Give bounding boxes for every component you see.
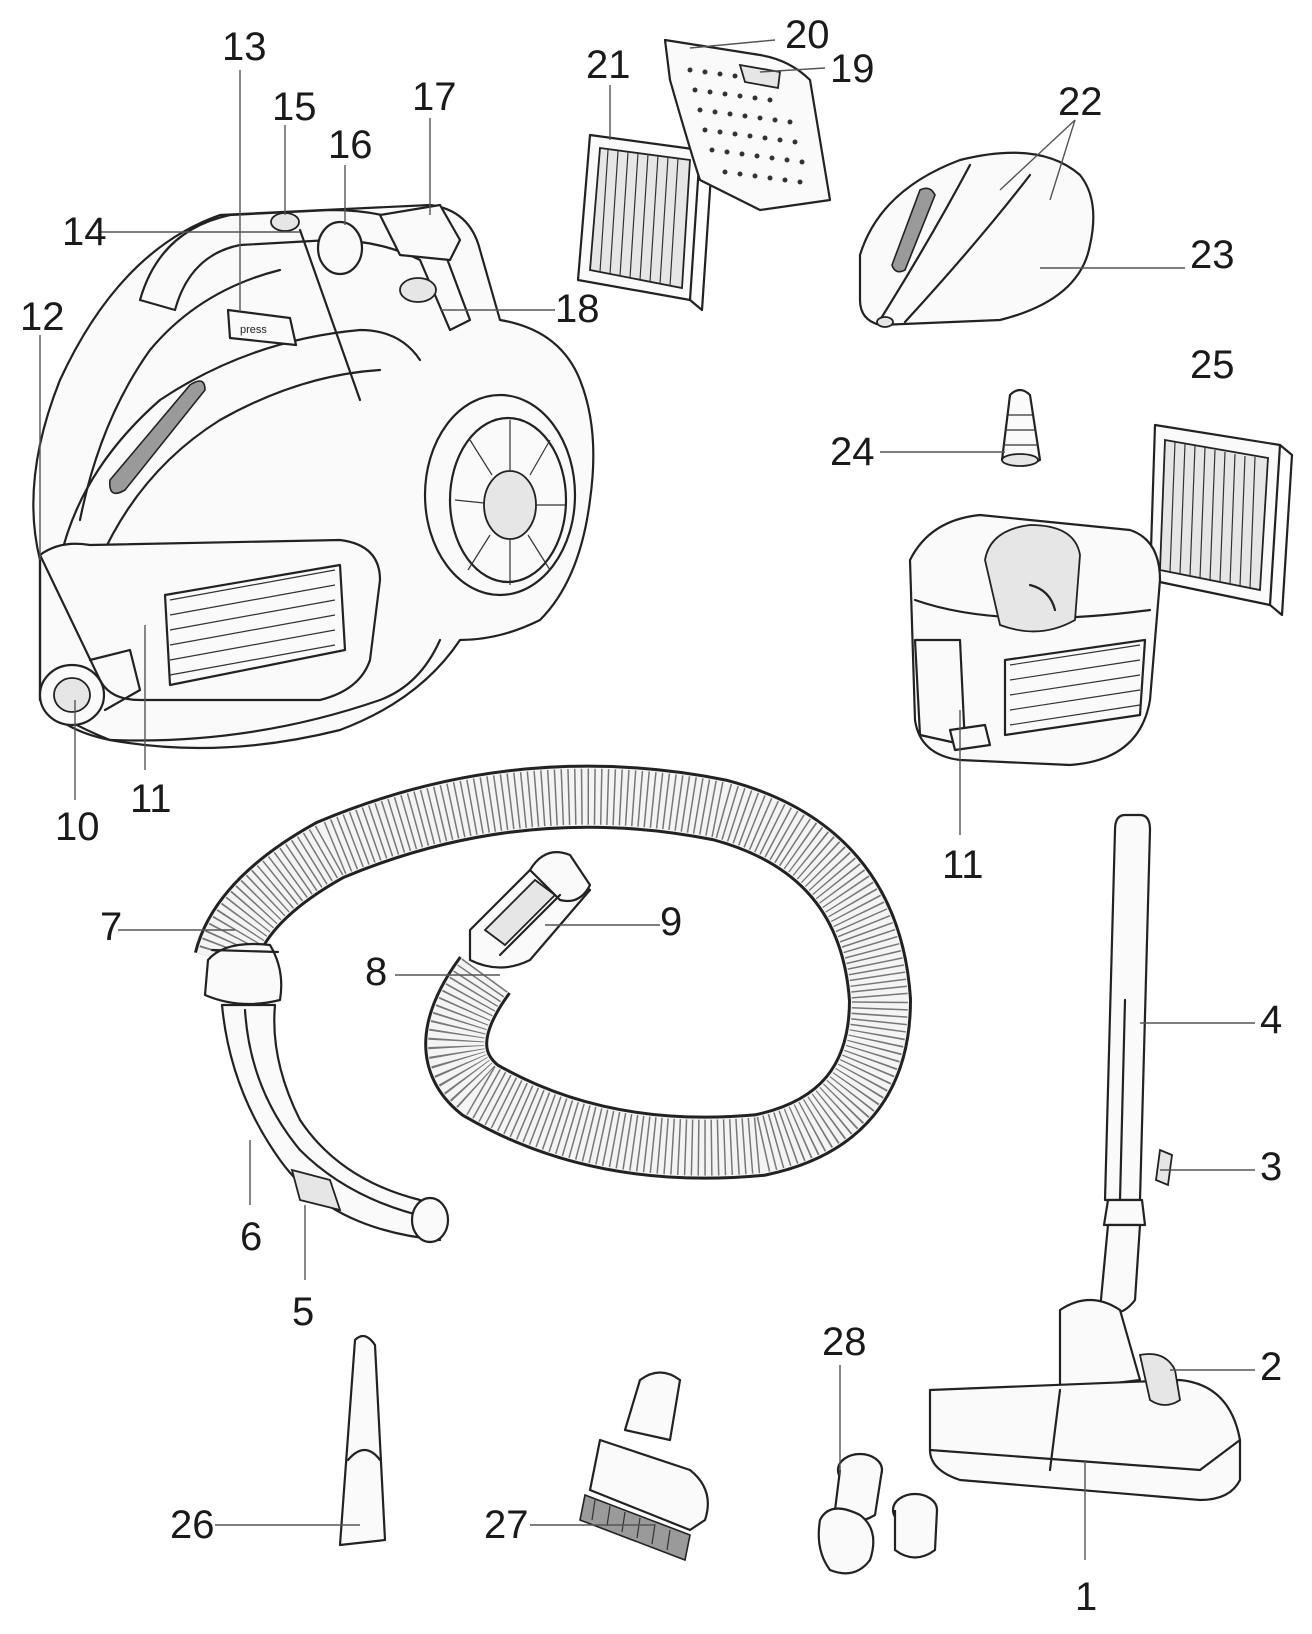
label-10: 10 [55,805,100,849]
label-4: 4 [1260,998,1282,1042]
label-2: 2 [1260,1345,1282,1389]
tube-and-floor-nozzle [928,813,1242,1502]
label-6: 6 [240,1215,262,1259]
crevice-tool [338,1334,387,1547]
label-22: 22 [1058,80,1103,124]
leader-lines [39,39,1255,1560]
label-13: 13 [222,25,267,69]
label-12: 12 [20,295,65,339]
label-26: 26 [170,1503,215,1547]
label-7: 7 [100,905,122,949]
hose [193,764,913,1244]
label-3: 3 [1260,1145,1282,1189]
label-19: 19 [830,47,875,91]
label-20: 20 [785,13,830,57]
label-11-body: 11 [130,777,172,821]
label-1: 1 [1075,1575,1097,1619]
label-9: 9 [660,900,682,944]
dust-container [908,513,1162,767]
filter-cover-grid [663,38,832,212]
label-17: 17 [412,75,457,119]
press-button-text: press [240,324,267,336]
label-15: 15 [272,85,317,129]
label-16: 16 [328,123,373,167]
label-8: 8 [365,950,387,994]
label-28: 28 [822,1320,867,1364]
label-23: 23 [1190,233,1235,277]
tool-clip [817,1452,939,1575]
top-cover [858,151,1095,328]
cyclone-cone [1000,388,1042,467]
label-5: 5 [292,1290,314,1334]
callout-labels: 13 15 16 17 14 12 18 10 11 21 20 19 22 2… [20,13,1282,1619]
label-14: 14 [62,210,107,254]
label-25: 25 [1190,343,1235,387]
hepa-filter [576,133,714,312]
label-24: 24 [830,430,875,474]
label-27: 27 [484,1503,529,1547]
label-21: 21 [586,43,631,87]
label-18: 18 [555,287,600,331]
vacuum-body: press [32,203,595,750]
label-11-container: 11 [942,843,984,887]
motor-filter [1148,423,1294,617]
dusting-brush [579,1371,709,1562]
